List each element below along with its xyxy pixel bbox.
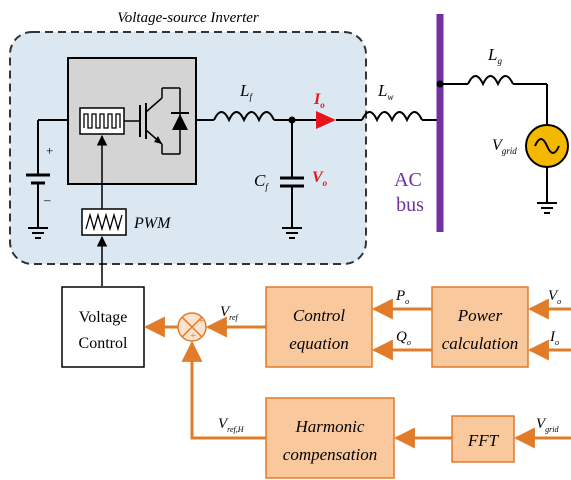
inverter-title: Voltage-source Inverter: [117, 10, 259, 26]
vo-label: Vo: [312, 169, 328, 188]
po-label: Po: [395, 288, 409, 306]
dc-minus-label: –: [43, 192, 51, 207]
cf-label: Cf: [254, 171, 269, 192]
pwm-label: PWM: [133, 215, 172, 232]
arrow-harmonic-to-sum: [181, 340, 266, 440]
lg-inductor-icon: [467, 75, 514, 87]
voltage-control-line1: Voltage: [79, 309, 128, 326]
ac-source-icon: [525, 124, 569, 168]
dc-source: + –: [26, 119, 78, 228]
vgrid-label: Vgrid: [492, 137, 517, 156]
vref-label: Vref: [220, 304, 240, 322]
power-calculation-block: [431, 286, 529, 368]
power-calc-line1: Power: [457, 306, 503, 325]
cf-capacitor-icon: [280, 120, 304, 228]
sum-plus-bottom: +: [190, 330, 196, 342]
io-label: Io: [313, 91, 325, 110]
grid-ground-icon: [537, 202, 557, 214]
control-equation-block: [265, 286, 373, 368]
cf-ground-icon: [282, 227, 302, 239]
voltage-control-block: [61, 286, 145, 368]
ac-bus-label-1: AC: [394, 169, 422, 191]
qo-label: Qo: [396, 329, 411, 347]
fft-block: [451, 415, 515, 463]
dc-plus-label: +: [46, 143, 53, 158]
harmonic-compensation-block: [265, 397, 395, 479]
voltage-control-line2: Control: [79, 335, 128, 352]
power-calc-line2: calculation: [442, 334, 518, 353]
pulse-train-icon: [83, 113, 121, 129]
gate-pulse-box: [79, 107, 125, 135]
vgrid-in-label: Vgrid: [536, 416, 560, 434]
lw-inductor-icon: [361, 111, 423, 123]
fft-label: FFT: [467, 431, 500, 450]
harmonic-line1: Harmonic: [295, 417, 365, 436]
control-eq-line1: Control: [293, 306, 346, 325]
io-in-label: Io: [549, 329, 559, 347]
lg-label: Lg: [487, 45, 502, 66]
lf-inductor-icon: [213, 111, 275, 123]
diode-icon: [171, 112, 189, 130]
vo-in-label: Vo: [548, 288, 561, 306]
lw-label: Lw: [377, 81, 393, 102]
harmonic-line2: compensation: [283, 445, 377, 464]
sawtooth-icon: [85, 212, 123, 232]
vrefh-label: Vref,H: [218, 416, 245, 434]
pwm-block: [81, 208, 127, 236]
control-eq-line2: equation: [289, 334, 349, 353]
current-arrow-icon: [316, 111, 336, 129]
lf-label: Lf: [239, 81, 253, 102]
sum-plus-top: +: [198, 315, 204, 327]
ac-bus-label-2: bus: [396, 194, 424, 216]
dc-ground-icon: [28, 227, 48, 239]
